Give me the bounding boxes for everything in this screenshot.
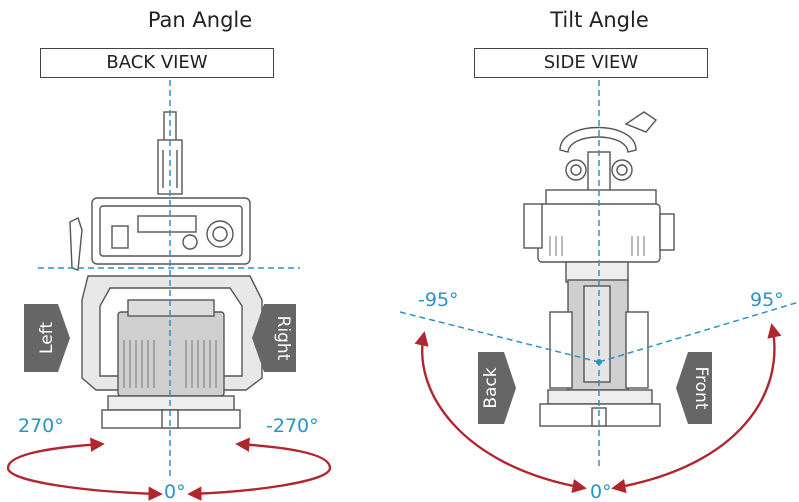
pan-diagram: Left Right 270° -270° 0°	[6, 80, 332, 502]
pan-angle-270: 270°	[18, 415, 64, 437]
right-label: Right	[273, 316, 293, 361]
left-tag: Left	[24, 304, 70, 372]
front-label: Front	[691, 367, 711, 410]
pan-angle-neg270: -270°	[266, 415, 319, 437]
fixture-back-view-drawing	[69, 111, 263, 429]
front-tag: Front	[676, 352, 712, 424]
back-label: Back	[481, 367, 501, 408]
tilt-angle-95: 95°	[750, 289, 784, 311]
left-label: Left	[37, 322, 57, 354]
back-tag: Back	[478, 352, 516, 424]
tilt-angle-zero: 0°	[590, 481, 612, 502]
pan-axis-lines	[38, 80, 300, 480]
tilt-angle-neg95: -95°	[418, 289, 459, 311]
fixture-side-view-drawing	[523, 111, 675, 427]
pan-angle-panel: Pan Angle BACK VIEW	[6, 8, 332, 502]
tilt-angle-title: Tilt Angle	[550, 8, 649, 32]
side-view-label: SIDE VIEW	[474, 48, 708, 78]
pan-angle-zero: 0°	[164, 481, 186, 502]
back-view-label: BACK VIEW	[40, 48, 274, 78]
right-tag: Right	[252, 304, 296, 372]
tilt-angle-panel: Tilt Angle SIDE VIEW	[400, 0, 799, 502]
tilt-rotation-arrows	[414, 323, 782, 494]
tilt-diagram: Back Front -95° 95° 0°	[400, 80, 799, 502]
pan-angle-title: Pan Angle	[147, 8, 253, 32]
pan-rotation-arrows	[6, 437, 332, 501]
pivot-point	[596, 359, 602, 365]
